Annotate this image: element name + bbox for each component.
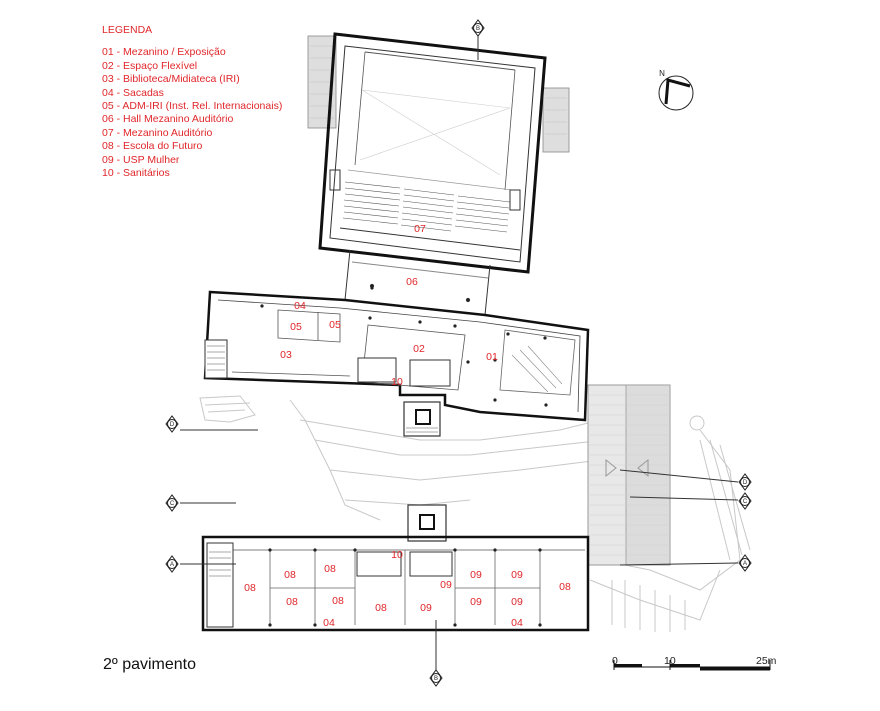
auditorium-block xyxy=(307,32,570,274)
section-marker-b-top: B xyxy=(471,19,485,37)
room-label: 08 xyxy=(284,569,296,581)
room-label: 09 xyxy=(511,569,523,581)
room-label: 09 xyxy=(470,569,482,581)
north-arrow-icon: N xyxy=(658,69,694,111)
amphitheatre xyxy=(587,384,671,566)
section-mark-a: A xyxy=(743,561,747,567)
section-marker-c-left: C xyxy=(165,494,179,512)
floor-label: 2º pavimento xyxy=(103,656,197,673)
room-label: 02 xyxy=(413,343,425,355)
section-mark-b: B xyxy=(434,676,438,682)
room-label: 04 xyxy=(511,617,523,629)
scale-label-0: 0 xyxy=(612,655,618,667)
room-label: 09 xyxy=(470,596,482,608)
room-label: 08 xyxy=(559,581,571,593)
legend-title: LEGENDA xyxy=(102,24,153,36)
room-label: 08 xyxy=(324,563,336,575)
north-label: N xyxy=(659,69,665,78)
section-mark-d: D xyxy=(170,422,175,428)
room-label: 05 xyxy=(290,321,302,333)
section-mark-b: B xyxy=(476,26,480,32)
section-marker-b-bottom: B xyxy=(429,669,443,687)
section-mark-d: D xyxy=(743,480,748,486)
room-label: 04 xyxy=(294,300,306,312)
room-label: 08 xyxy=(286,596,298,608)
room-label: 03 xyxy=(280,349,292,361)
legend-item: 01 - Mezanino / Exposição xyxy=(102,46,226,59)
scale-bar xyxy=(613,660,771,671)
scale-label-10: 10 xyxy=(664,655,676,667)
room-label: 08 xyxy=(332,595,344,607)
legend-item: 05 - ADM-IRI (Inst. Rel. Internacionais) xyxy=(102,100,283,113)
section-mark-c: C xyxy=(743,499,748,505)
legend-item: 07 - Mezanino Auditório xyxy=(102,126,213,139)
legend-item: 08 - Escola do Futuro xyxy=(102,140,203,153)
section-marker-d-right: D xyxy=(738,473,752,491)
legend-item: 02 - Espaço Flexível xyxy=(102,59,198,72)
lower-block xyxy=(201,504,590,632)
middle-block xyxy=(203,286,590,437)
legend-item: 10 - Sanitários xyxy=(102,167,170,180)
legend-item: 06 - Hall Mezanino Auditório xyxy=(102,113,234,126)
hall-block xyxy=(344,249,491,316)
room-label: 06 xyxy=(406,276,418,288)
site-context xyxy=(199,395,751,632)
section-marker-d-left: D xyxy=(165,415,179,433)
legend-item: 09 - USP Mulher xyxy=(102,153,180,166)
room-label: 01 xyxy=(486,351,498,363)
room-label: 08 xyxy=(375,602,387,614)
section-marker-c-right: C xyxy=(738,492,752,510)
room-label: 04 xyxy=(323,617,335,629)
room-label: 09 xyxy=(420,602,432,614)
section-mark-a: A xyxy=(170,562,174,568)
section-mark-c: C xyxy=(170,501,175,507)
scale-label-25m: 25m xyxy=(756,655,777,667)
room-label: 09 xyxy=(511,596,523,608)
room-label: 05 xyxy=(329,319,341,331)
room-labels: 07 06 04 05 05 03 02 01 10 10 08 08 08 0… xyxy=(244,223,571,629)
room-label: 08 xyxy=(244,582,256,594)
legend-item: 04 - Sacadas xyxy=(102,86,164,99)
room-label: 10 xyxy=(391,376,403,388)
room-label: 09 xyxy=(440,579,452,591)
legend: LEGENDA 01 - Mezanino / Exposição 02 - E… xyxy=(102,24,282,180)
section-marker-a-right: A xyxy=(738,554,752,572)
room-label: 10 xyxy=(391,549,403,561)
room-label: 07 xyxy=(414,223,426,235)
legend-item: 03 - Biblioteca/Midiateca (IRI) xyxy=(102,73,240,86)
section-marker-a-left: A xyxy=(165,555,179,573)
section-lines xyxy=(180,35,739,670)
